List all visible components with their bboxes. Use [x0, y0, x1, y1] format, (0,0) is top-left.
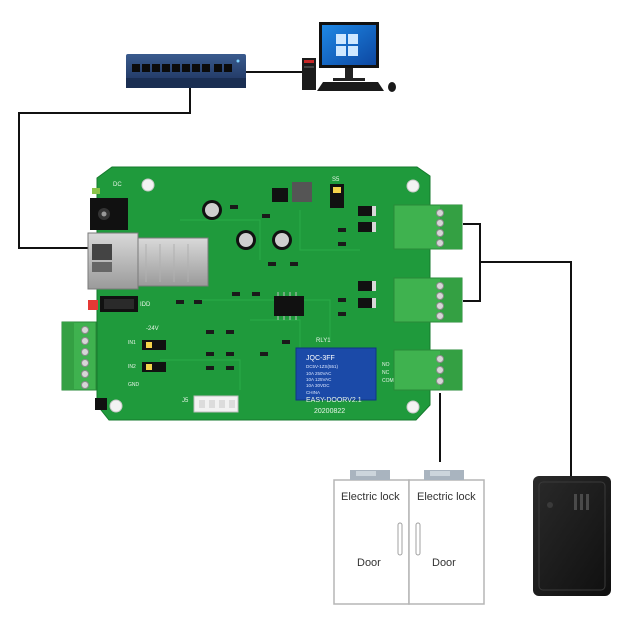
s5-jumper	[330, 184, 344, 208]
relay-spec-3: 10A 125VAC	[306, 377, 332, 382]
left-lock-label: Electric lock	[341, 491, 400, 503]
reset-button	[95, 398, 107, 410]
ic-chip	[274, 292, 304, 320]
regulator-chip	[272, 188, 288, 202]
left-door-label: Door	[357, 557, 381, 569]
mouse-icon	[388, 82, 396, 92]
left-electric-lock-icon	[350, 470, 390, 480]
right-lock-label: Electric lock	[417, 491, 476, 503]
board-date: 20200822	[314, 408, 345, 415]
monitor	[319, 22, 379, 81]
board-model: EASY-DOORV2.1	[306, 397, 362, 404]
relay-spec-1: DC5V-1ZS(551)	[306, 364, 339, 369]
inductor	[292, 182, 312, 202]
wire-lock-bracket	[463, 223, 481, 302]
relay-brand: JQC-3FF	[306, 355, 335, 362]
dc-label: DC	[113, 182, 122, 188]
idd-label: IDD	[140, 302, 151, 308]
input-jumpers	[142, 340, 166, 372]
card-reader-indicator-icon	[574, 494, 589, 510]
diodes	[358, 206, 376, 308]
relay-spec-2: 10A 250VAC	[306, 371, 332, 376]
dc-power-jack	[90, 198, 128, 230]
s5-label: S5	[332, 177, 340, 183]
terminal-block-top-right	[393, 204, 463, 250]
com-label: COM	[382, 378, 394, 384]
v24-label: -24V	[146, 326, 159, 332]
in1-label: IN1	[128, 340, 136, 346]
right-electric-lock-icon	[424, 470, 464, 480]
gnd-label: GND	[128, 382, 140, 388]
switch-ports	[132, 64, 232, 72]
right-door-handle	[415, 522, 421, 556]
in2-label: IN2	[128, 364, 136, 370]
rly1-label: RLY1	[316, 338, 331, 344]
terminal-block-relay	[393, 349, 463, 391]
pc-tower	[302, 58, 316, 90]
relay-spec-4: 10A 30VDC	[306, 383, 330, 388]
rj45-port	[87, 232, 209, 290]
windows-logo-icon	[336, 34, 358, 56]
keyboard	[317, 82, 384, 91]
idd-pushbutton	[100, 296, 138, 312]
terminal-block-left	[61, 321, 97, 391]
left-door-handle	[397, 522, 403, 556]
relay: JQC-3FF DC5V-1ZS(551) 10A 250VAC 10A 125…	[295, 347, 377, 401]
relay-spec-5: CHINA	[306, 390, 320, 395]
terminal-block-mid-right	[393, 277, 463, 323]
wire-switch-to-board	[18, 88, 191, 249]
j5-label: J5	[182, 398, 189, 404]
j5-connector	[193, 395, 239, 413]
wire-bracket-to-reader	[480, 261, 572, 476]
double-door: Electric lock Electric lock Door Door	[333, 470, 485, 605]
capacitors	[202, 200, 292, 250]
wires	[18, 71, 572, 476]
no-label: NO	[382, 362, 390, 368]
nc-label: NC	[382, 370, 390, 376]
network-switch	[126, 54, 246, 88]
right-door-label: Door	[432, 557, 456, 569]
status-leds	[88, 188, 100, 310]
card-reader	[533, 476, 611, 596]
smd-resistors	[176, 205, 346, 370]
controller-board: DC IDD	[87, 166, 431, 421]
